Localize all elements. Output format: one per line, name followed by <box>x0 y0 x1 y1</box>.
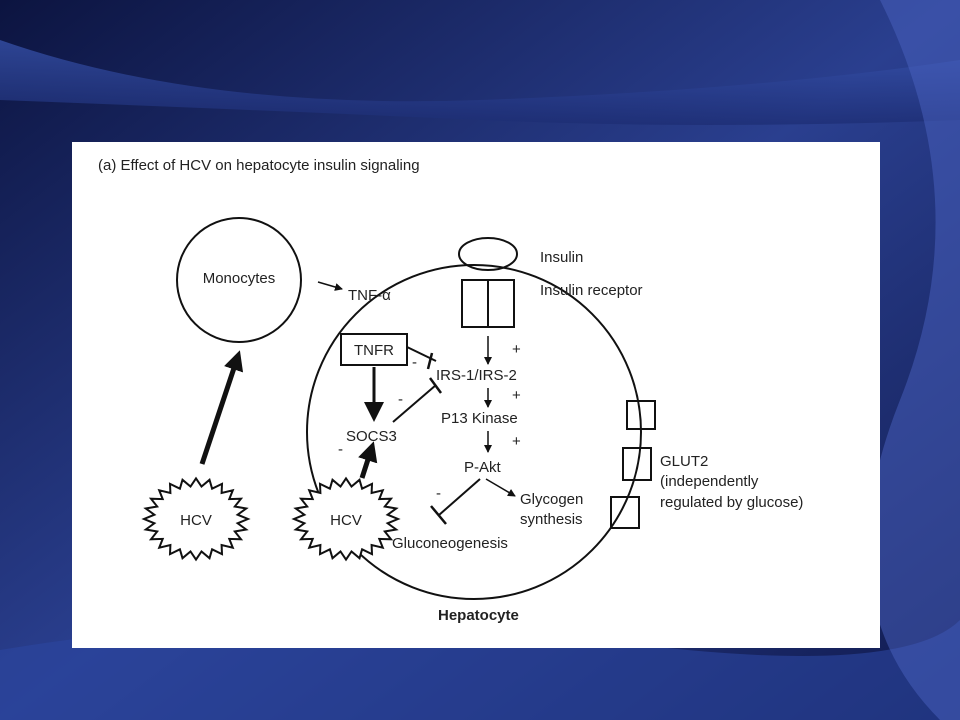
gluconeogenesis-label: Gluconeogenesis <box>392 535 508 552</box>
glut2-box-1 <box>626 400 656 430</box>
monocytes-label: Monocytes <box>203 270 276 287</box>
glut2-label-line2: (independently <box>660 473 759 490</box>
hepatocyte-cell-outline <box>306 264 642 600</box>
hepatocyte-label: Hepatocyte <box>438 607 519 624</box>
pakt-to-glycogen-arrow <box>485 478 516 497</box>
glut2-label-line1: GLUT2 <box>660 453 708 470</box>
tnf-alpha-label: TNF-α <box>348 287 391 304</box>
glut2-label-line3: regulated by glucose) <box>660 494 803 511</box>
minus-sign-socs: - <box>398 391 403 408</box>
p-akt-label: P-Akt <box>464 459 502 476</box>
monocytes-to-tnf-arrow <box>317 281 343 291</box>
p13-kinase-label: P13 Kinase <box>441 410 518 427</box>
socs3-inhibition-bar <box>428 377 443 394</box>
minus-sign-tnfr: - <box>412 354 417 371</box>
glut2-box-3 <box>610 496 640 529</box>
diagram-panel: (a) Effect of HCV on hepatocyte insulin … <box>72 142 880 648</box>
hcv-to-monocytes-arrow <box>199 350 244 465</box>
glycogen-label-line1: Glycogen <box>520 491 583 508</box>
hcv-left-starburst <box>141 476 251 562</box>
tnfr-label: TNFR <box>354 342 394 359</box>
hcv-to-socs3-arrow <box>358 441 378 479</box>
insulin-receptor-label: Insulin receptor <box>540 282 643 299</box>
pakt-inhibits-gluconeogenesis <box>438 478 481 516</box>
tnfr-box <box>340 333 408 366</box>
plus-sign-3: + <box>512 433 521 450</box>
glut2-box-2 <box>622 447 652 481</box>
hcv-left-label: HCV <box>180 512 212 529</box>
socs3-inhibits-irs <box>392 384 437 423</box>
minus-sign-akt: - <box>436 485 441 502</box>
monocytes-circle <box>176 217 302 343</box>
glycogen-label-line2: synthesis <box>520 511 583 528</box>
hcv-right-starburst <box>291 476 401 562</box>
tnfr-inhibition-bar <box>426 352 434 370</box>
minus-sign-hcv: - <box>338 441 343 458</box>
plus-sign-2: + <box>512 387 521 404</box>
insulin-label: Insulin <box>540 249 583 266</box>
diagram-title: (a) Effect of HCV on hepatocyte insulin … <box>98 157 420 174</box>
gluconeogenesis-inhibition-bar <box>430 505 447 525</box>
insulin-ellipse <box>458 237 518 271</box>
insulin-signaling-diagram: (a) Effect of HCV on hepatocyte insulin … <box>98 157 803 624</box>
plus-sign-1: + <box>512 341 521 358</box>
irs-label: IRS-1/IRS-2 <box>436 367 517 384</box>
hcv-right-label: HCV <box>330 512 362 529</box>
socs3-label: SOCS3 <box>346 428 397 445</box>
